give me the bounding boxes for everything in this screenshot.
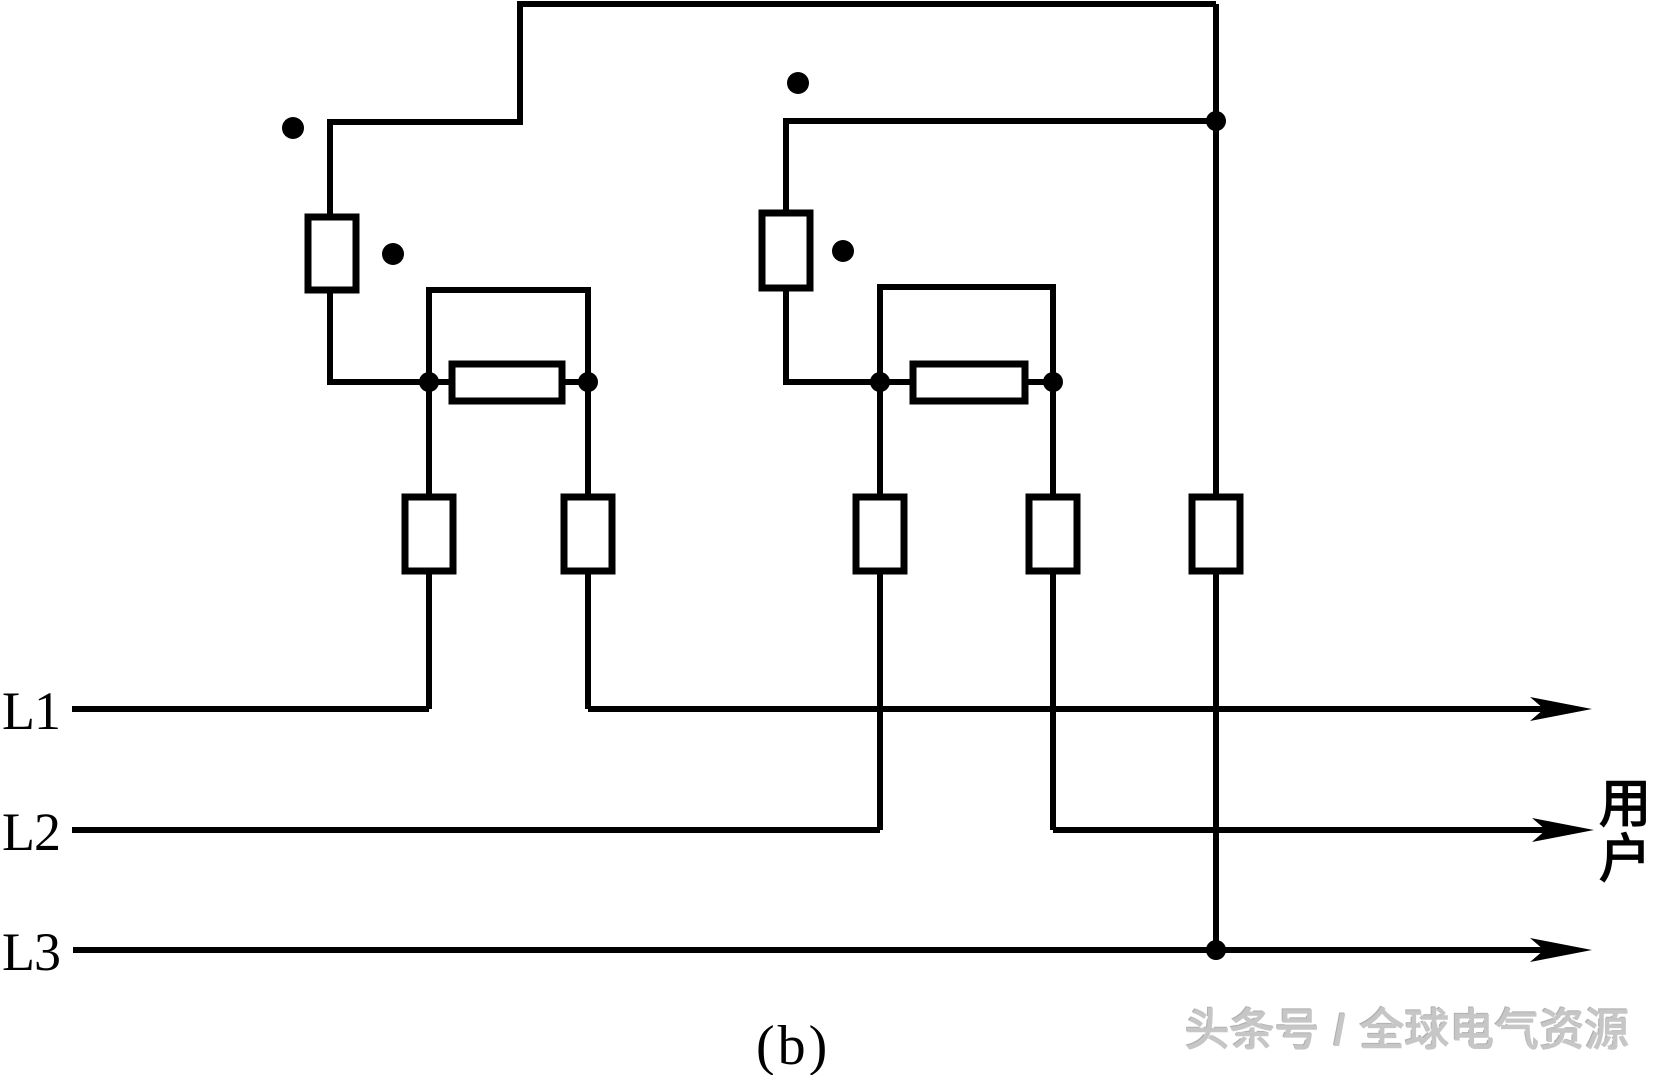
figure-caption: (b) <box>756 1015 831 1075</box>
customer-label-char-2: 户 <box>1598 832 1651 889</box>
wire-top-link <box>327 1 1216 217</box>
terminal-block-2b <box>1025 493 1081 575</box>
wire-loop1 <box>426 287 591 382</box>
voltage-coil-1 <box>304 213 360 294</box>
wire-vcoil2-top <box>783 118 1216 213</box>
terminal-block-3 <box>1188 493 1244 575</box>
phase-label-l2: L2 <box>2 802 61 862</box>
polarity-dot-coil1-side <box>382 243 404 265</box>
arrowhead-l2 <box>1532 818 1594 842</box>
current-coil-1 <box>448 360 566 405</box>
wire-vcoil1-to-node <box>327 290 452 385</box>
junction-dot-node2-left <box>870 372 890 392</box>
junction-dot-node1-right <box>578 372 598 392</box>
phase-label-l3: L3 <box>2 922 61 982</box>
voltage-coil-2 <box>758 209 814 292</box>
customer-label: 用 户 <box>1597 778 1653 888</box>
arrowhead-l3 <box>1530 938 1592 962</box>
wire-loop2 <box>877 284 1056 382</box>
phase-label-l1: L1 <box>2 681 61 741</box>
wire-vcoil2-to-node <box>783 288 913 385</box>
terminal-block-1a <box>401 493 457 575</box>
customer-label-char-1: 用 <box>1598 777 1651 834</box>
terminal-block-2a <box>852 493 908 575</box>
watermark-text: 头条号 / 全球电气资源 <box>1185 1006 1630 1055</box>
junction-dot-node1-left <box>419 372 439 392</box>
terminal-block-1b <box>560 493 616 575</box>
polarity-dot-coil1-top <box>282 117 304 139</box>
junction-dot-bus-l3 <box>1206 940 1226 960</box>
junction-dot-bus-tie <box>1206 111 1226 131</box>
arrowhead-l1 <box>1530 697 1592 721</box>
junction-dot-node2-right <box>1043 372 1063 392</box>
current-coil-2 <box>909 360 1029 405</box>
polarity-dot-coil2-top <box>787 72 809 94</box>
polarity-dot-coil2-side <box>832 240 854 262</box>
